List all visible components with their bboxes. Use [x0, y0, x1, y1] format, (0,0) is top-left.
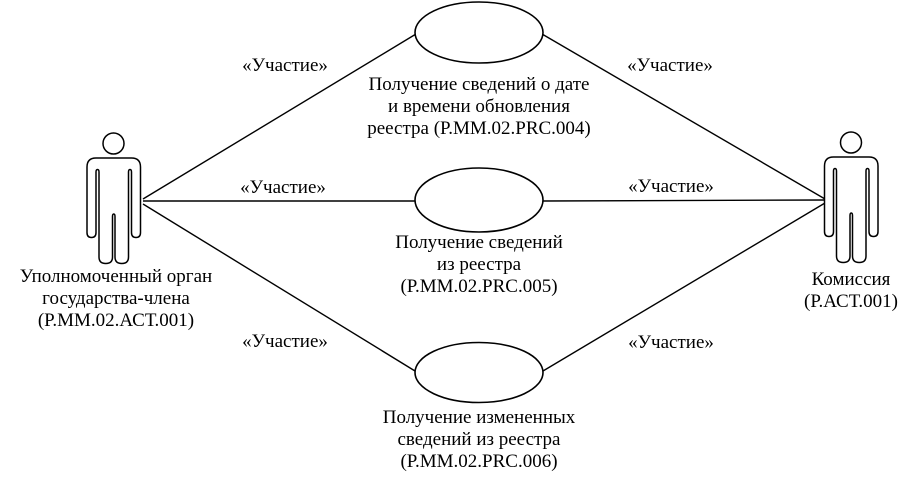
- edge-label-actor1-uc3: «Участие»: [242, 331, 328, 352]
- use-case-label-prc-006: Получение измененных сведений из реестра…: [382, 407, 576, 472]
- actor-head: [839, 131, 863, 154]
- association-line-uc2-actor2: [542, 199, 826, 202]
- edge-label-uc3-actor2: «Участие»: [628, 332, 714, 353]
- use-case-ellipse-prc-006: [414, 341, 544, 404]
- edge-label-uc2-actor2: «Участие»: [628, 176, 714, 197]
- association-line-uc3-actor2: [542, 202, 826, 372]
- actor-head: [102, 132, 125, 155]
- association-line-actor1-uc3: [142, 203, 416, 372]
- actor-label-member-state-authority: Уполномоченный орган государства-члена (…: [19, 266, 213, 331]
- edge-label-actor1-uc1: «Участие»: [242, 55, 328, 76]
- edge-label-uc1-actor2: «Участие»: [627, 55, 713, 76]
- actor-body: [86, 157, 142, 265]
- use-case-ellipse-prc-005: [414, 167, 544, 233]
- use-case-ellipse-prc-004: [414, 1, 544, 64]
- actor-icon-commission: [823, 131, 879, 264]
- actor-body: [823, 156, 879, 264]
- association-line-actor1-uc1: [142, 33, 417, 200]
- use-case-label-prc-004: Получение сведений о дате и времени обно…: [367, 74, 591, 139]
- use-case-label-prc-005: Получение сведений из реестра (Р.ММ.02.P…: [395, 232, 563, 297]
- edge-label-actor1-uc2: «Участие»: [240, 177, 326, 198]
- actor-label-commission: Комиссия (Р.АСТ.001): [804, 269, 898, 312]
- actor-icon-member-state-authority: [86, 132, 142, 265]
- association-line-uc1-actor2: [541, 33, 826, 200]
